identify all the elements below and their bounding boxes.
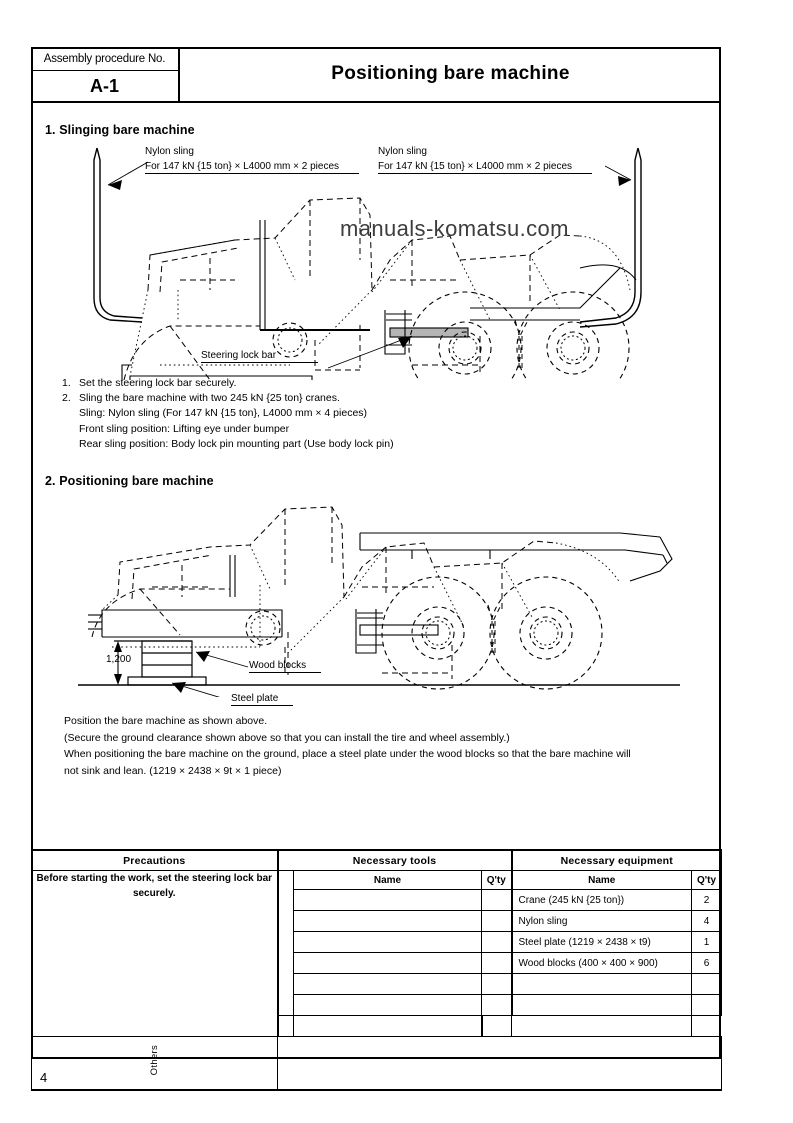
step-2-text: Sling the bare machine with two 245 kN {… bbox=[79, 392, 340, 405]
equipment-qty bbox=[511, 1015, 692, 1037]
step-1-number: 1. bbox=[62, 377, 71, 389]
tool-name bbox=[293, 910, 482, 932]
page-title-cell: Positioning bare machine bbox=[180, 47, 721, 103]
th-tools-name: Name bbox=[293, 870, 482, 890]
equipment-name: Wood blocks (400 × 400 × 900) bbox=[510, 952, 692, 974]
equipment-qty bbox=[690, 973, 723, 995]
sling-label-left-line1: Nylon sling bbox=[145, 146, 194, 157]
tool-qty bbox=[481, 931, 512, 953]
tool-name bbox=[277, 1015, 294, 1037]
th-tools-qty: Q'ty bbox=[481, 870, 512, 890]
tool-qty bbox=[481, 973, 512, 995]
step-2: 2. Sling the bare machine with two 245 k… bbox=[62, 391, 394, 406]
equipment-qty: 2 bbox=[690, 889, 723, 911]
equipment-qty: 1 bbox=[690, 931, 723, 953]
others-label: Others bbox=[149, 1045, 160, 1076]
steering-lock-bar-callout: Steering lock bar bbox=[201, 350, 318, 363]
equipment-name: Crane (245 kN {25 ton}) bbox=[510, 889, 692, 911]
table-subheader-row: Before starting the work, set the steeri… bbox=[31, 870, 723, 1037]
sling-label-right-line2: For 147 kN {15 ton} × L4000 mm × 2 piece… bbox=[378, 161, 592, 174]
equipment-name bbox=[480, 1015, 512, 1037]
equipment-qty: 6 bbox=[690, 952, 723, 974]
page-title: Positioning bare machine bbox=[331, 63, 570, 84]
table-row: Nylon sling 4 bbox=[32, 910, 723, 932]
others-label-cell: Others bbox=[31, 1036, 278, 1091]
tool-name bbox=[293, 931, 482, 953]
step-2-sub-3: Rear sling position: Body lock pin mount… bbox=[79, 437, 394, 450]
table-row: Wood blocks (400 × 400 × 900) 6 bbox=[32, 952, 723, 974]
tool-qty bbox=[481, 994, 512, 1016]
procedure-code: A-1 bbox=[89, 75, 119, 96]
section-2-paragraph: Position the bare machine as shown above… bbox=[64, 713, 631, 779]
section-1-steps: 1. Set the steering lock bar securely. 2… bbox=[62, 376, 394, 452]
steel-plate-callout: Steel plate bbox=[231, 693, 293, 706]
th-equipment-name: Name bbox=[510, 870, 692, 890]
tools-spacer-cell bbox=[277, 870, 294, 1016]
table-row bbox=[32, 994, 723, 1016]
step-2-sub-1: Sling: Nylon sling (For 147 kN {15 ton},… bbox=[79, 407, 368, 420]
equipment-name: Nylon sling bbox=[510, 910, 692, 932]
tool-name bbox=[293, 994, 482, 1016]
step-2-sub-2: Front sling position: Lifting eye under … bbox=[79, 422, 290, 435]
slinging-bare-machine-diagram bbox=[93, 147, 642, 380]
tool-name bbox=[293, 952, 482, 974]
step-1-text: Set the steering lock bar securely. bbox=[79, 377, 237, 389]
assembly-procedure-label: Assembly procedure No. bbox=[43, 52, 166, 65]
tool-qty bbox=[481, 889, 512, 911]
others-content-cell bbox=[276, 1036, 723, 1091]
sling-label-right-line1: Nylon sling bbox=[378, 146, 427, 157]
equipment-qty bbox=[690, 994, 723, 1016]
th-necessary-equipment: Necessary equipment bbox=[510, 849, 723, 871]
paragraph-line-1: Position the bare machine as shown above… bbox=[64, 715, 268, 727]
tool-qty bbox=[481, 952, 512, 974]
assembly-procedure-label-cell: Assembly procedure No. bbox=[31, 47, 180, 71]
sling-label-left-line2: For 147 kN {15 ton} × L4000 mm × 2 piece… bbox=[145, 161, 359, 174]
step-2-number: 2. bbox=[62, 392, 71, 405]
equipment-qty: 4 bbox=[690, 910, 723, 932]
positioning-bare-machine-diagram bbox=[78, 506, 680, 697]
tool-qty bbox=[293, 1015, 482, 1037]
th-equipment-qty: Q'ty bbox=[690, 870, 723, 890]
section-1-heading: 1. Slinging bare machine bbox=[45, 123, 195, 137]
tool-name bbox=[293, 973, 482, 995]
paragraph-line-2: (Secure the ground clearance shown above… bbox=[64, 731, 510, 744]
page-number: 4 bbox=[40, 1070, 48, 1085]
step-1: 1. Set the steering lock bar securely. bbox=[62, 376, 394, 391]
equipment-name bbox=[510, 994, 692, 1016]
equipment-name: Steel plate (1219 × 2438 × t9) bbox=[510, 931, 692, 953]
section-2-heading: 2. Positioning bare machine bbox=[45, 474, 214, 488]
others-row: Others bbox=[31, 1036, 723, 1091]
table-header-row: Precautions Necessary tools Necessary eq… bbox=[31, 849, 723, 871]
paragraph-line-3: When positioning the bare machine on the… bbox=[64, 748, 631, 760]
watermark-text: manuals-komatsu.com bbox=[340, 216, 569, 241]
precautions-text: Before starting the work, set the steeri… bbox=[31, 870, 279, 1037]
equipment-name bbox=[510, 973, 692, 995]
table-row bbox=[32, 1015, 722, 1037]
requirements-table: Precautions Necessary tools Necessary eq… bbox=[31, 849, 723, 1091]
paragraph-line-4: not sink and lean. (1219 × 2438 × 9t × 1… bbox=[64, 764, 282, 777]
tool-qty bbox=[481, 910, 512, 932]
tool-name bbox=[293, 889, 482, 911]
procedure-code-cell: A-1 bbox=[31, 71, 180, 103]
table-row: Steel plate (1219 × 2438 × t9) 1 bbox=[32, 931, 723, 953]
th-precautions: Precautions bbox=[31, 849, 279, 871]
table-row: Crane (245 kN {25 ton}) 2 bbox=[32, 889, 723, 911]
th-necessary-tools: Necessary tools bbox=[277, 849, 512, 871]
